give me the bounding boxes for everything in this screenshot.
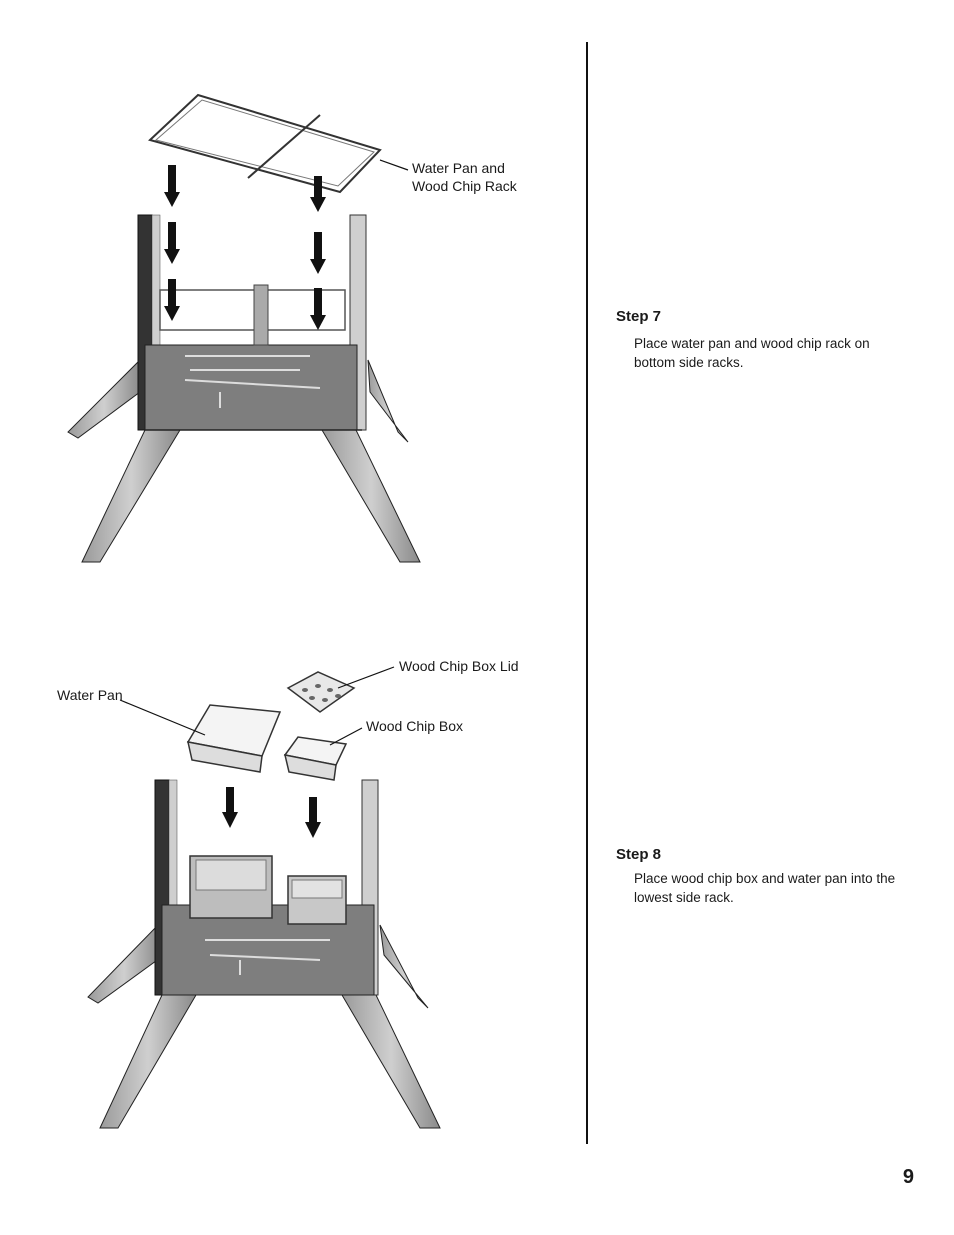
- step-7-body: Place water pan and wood chip rack on bo…: [634, 336, 870, 370]
- callout-water-pan: Water Pan: [57, 687, 123, 703]
- column-divider: [586, 42, 588, 1144]
- step-8-body: Place wood chip box and water pan into t…: [634, 871, 896, 905]
- figure-1-smoker: [67, 93, 421, 563]
- callout-wood-chip-box-lid: Wood Chip Box Lid: [399, 658, 519, 674]
- step-8-heading: Step 8: [616, 846, 662, 863]
- callout-water-pan-and-wood-chip-rack: Water Pan and Wood Chip Rack: [412, 160, 517, 194]
- callout-wood-chip-box: Wood Chip Box: [366, 718, 464, 734]
- page-number: 9: [902, 1166, 914, 1188]
- figure-2-smoker: [87, 666, 441, 1129]
- step-7-heading: Step 7: [616, 308, 662, 325]
